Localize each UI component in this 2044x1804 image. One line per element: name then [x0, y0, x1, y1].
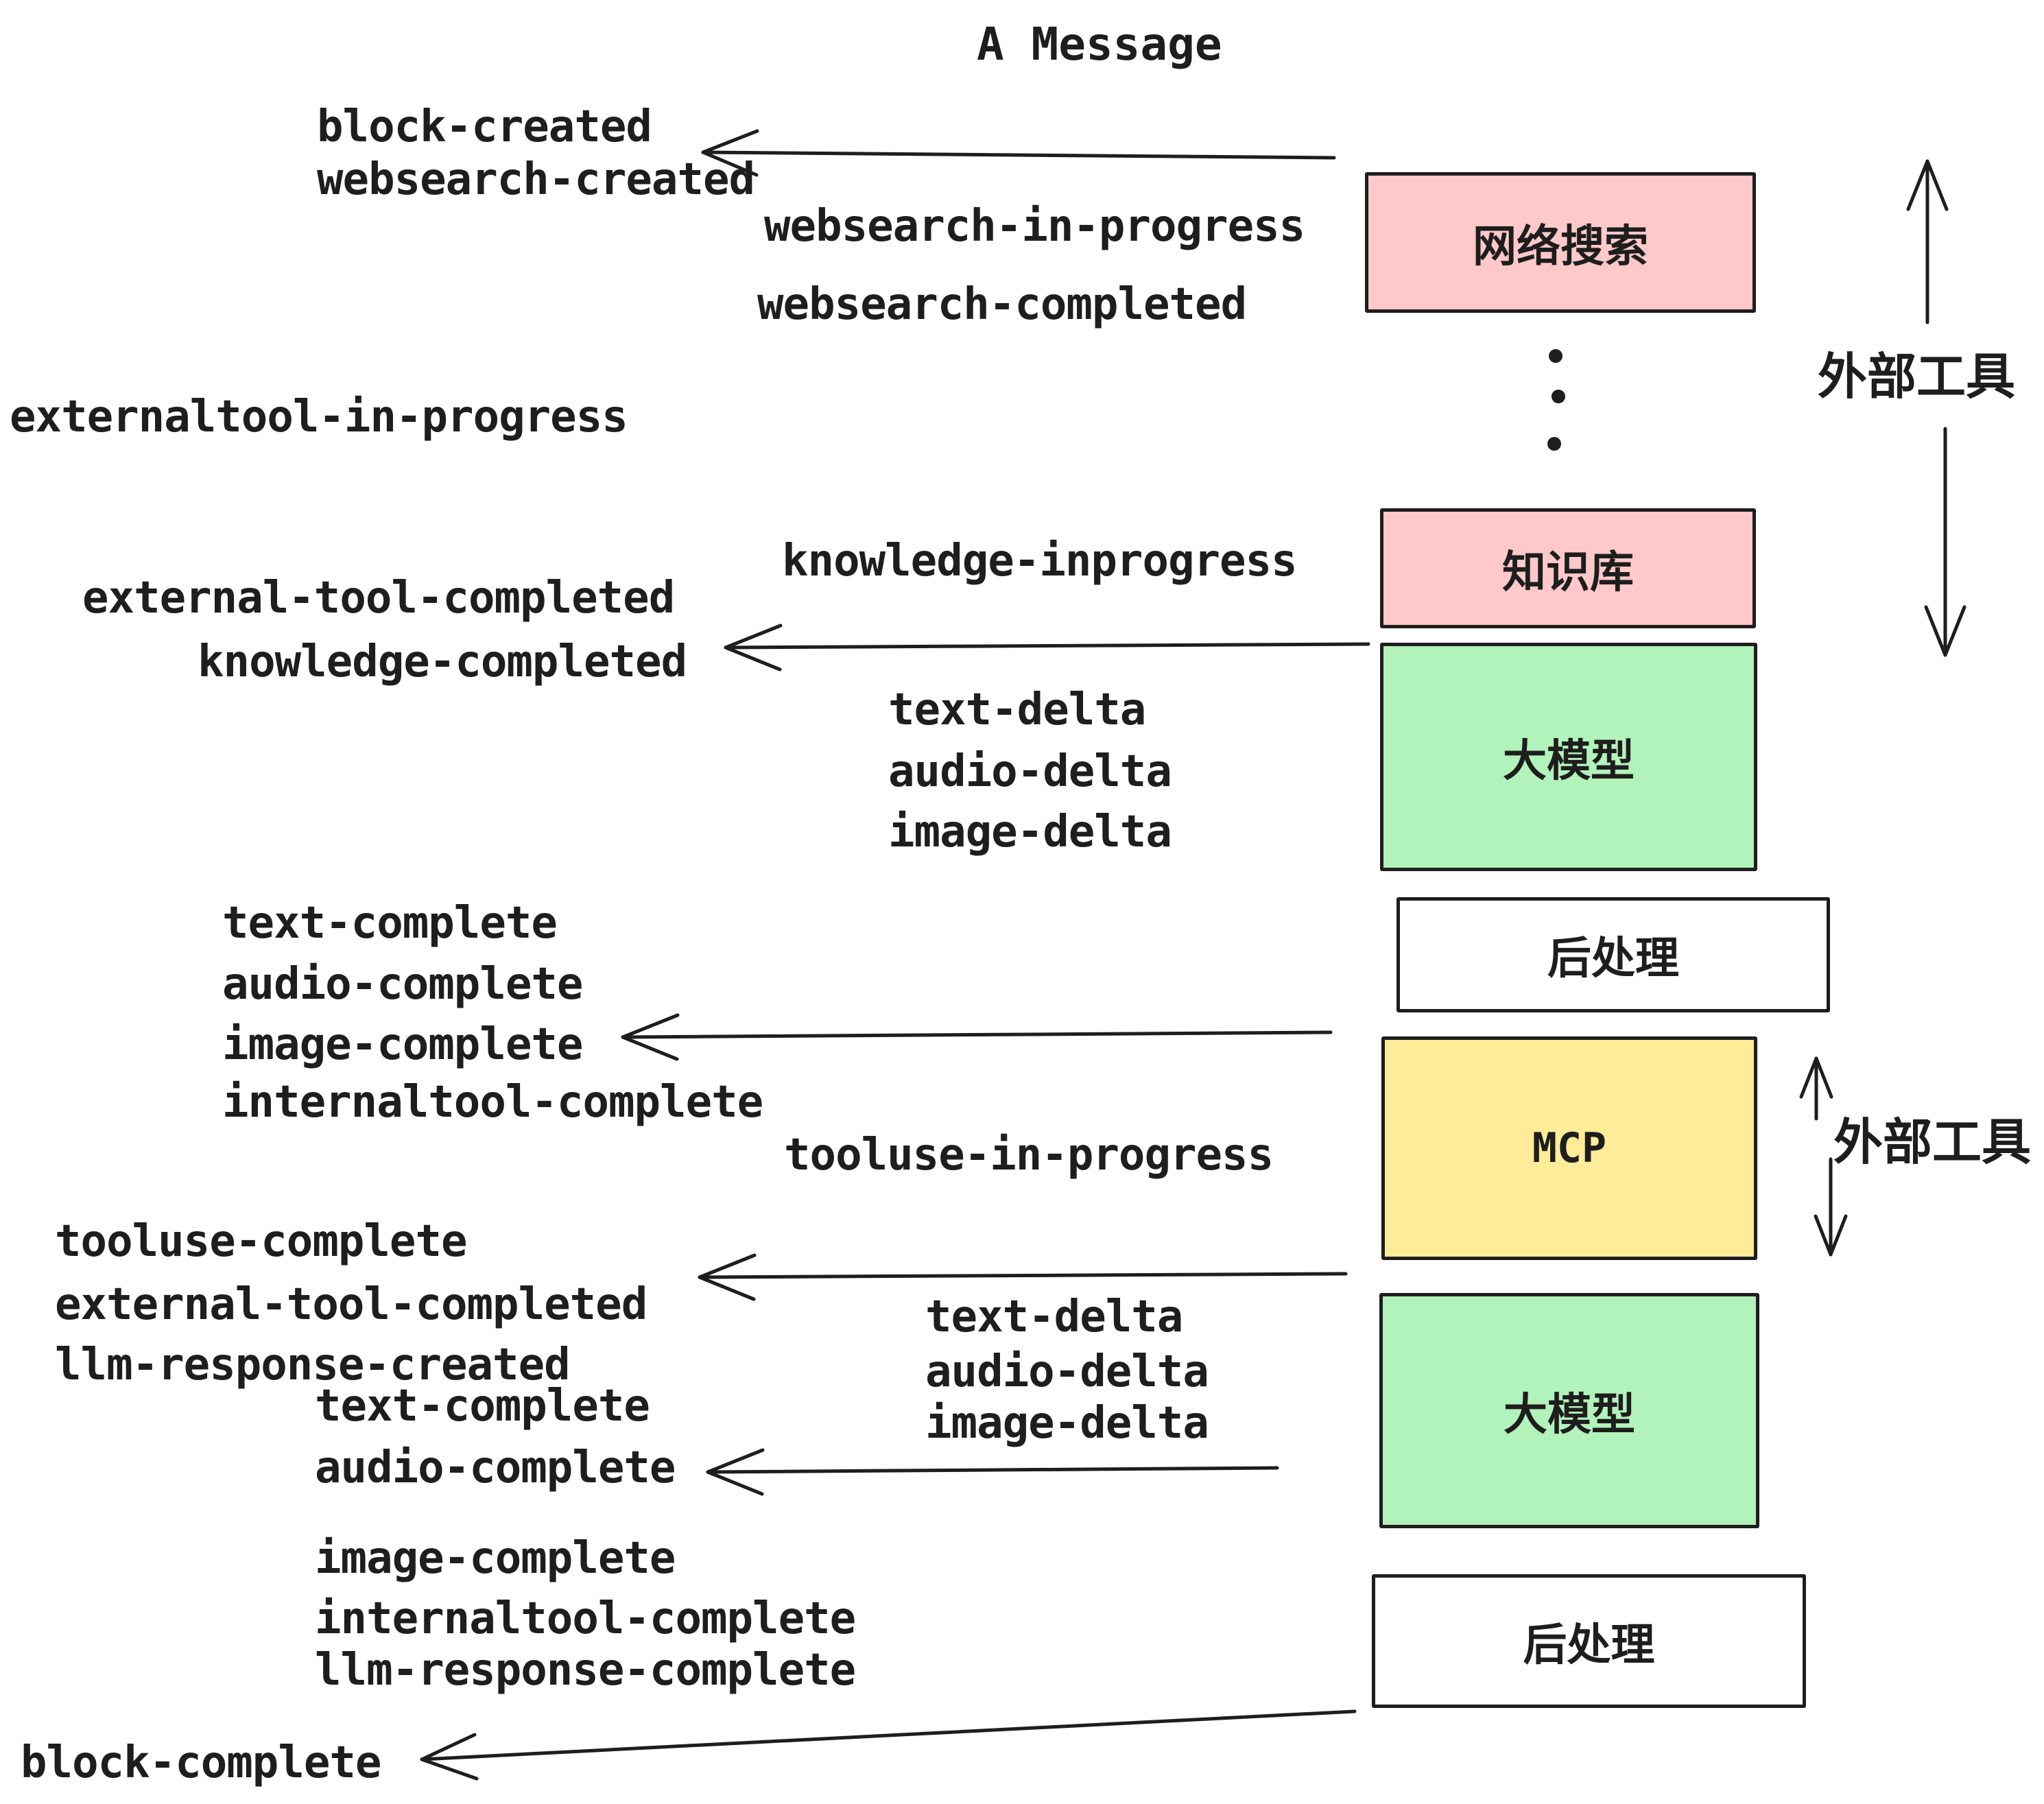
- box-llm-1: 大模型: [1380, 643, 1757, 871]
- box-postprocess-1-label: 后处理: [1547, 934, 1679, 983]
- left-arrow-image-complete: [621, 1013, 1333, 1061]
- event-label-external-tool-completed-2: external-tool-completed: [55, 1279, 647, 1330]
- external-tools-label-1: 外部工具: [1818, 350, 2016, 405]
- left-arrow-block-created: [701, 129, 1336, 177]
- event-label-text-delta-2: text-delta: [925, 1292, 1183, 1342]
- event-label-text-complete-2: text-complete: [315, 1381, 650, 1432]
- event-label-websearch-completed: websearch-completed: [757, 279, 1247, 330]
- box-postprocess-2: 后处理: [1372, 1574, 1806, 1708]
- event-label-llm-response-created: llm-response-created: [55, 1340, 571, 1390]
- event-label-image-complete-1: image-complete: [222, 1019, 583, 1070]
- left-arrow-tooluse-complete: [698, 1253, 1348, 1301]
- box-mcp-label: MCP: [1532, 1124, 1607, 1172]
- diagram-title: A Message: [977, 18, 1222, 71]
- left-arrow-block-complete: [420, 1709, 1357, 1781]
- event-label-externaltool-in-progress: externaltool-in-progress: [10, 392, 628, 442]
- event-label-audio-complete-1: audio-complete: [222, 959, 583, 1010]
- event-label-text-delta-1: text-delta: [888, 685, 1146, 735]
- external-tools-up-arrow-2: [1799, 1056, 1833, 1121]
- box-websearch-label: 网络搜索: [1473, 221, 1648, 271]
- box-mcp: MCP: [1381, 1036, 1757, 1260]
- event-label-text-complete-1: text-complete: [222, 898, 558, 949]
- box-llm-2-label: 大模型: [1504, 1389, 1635, 1439]
- event-label-knowledge-completed: knowledge-completed: [198, 637, 687, 687]
- external-tools-up-arrow-1: [1906, 159, 1949, 324]
- event-label-block-complete: block-complete: [21, 1737, 381, 1788]
- external-tools-down-arrow-1: [1924, 427, 1966, 657]
- event-label-llm-response-complete: llm-response-complete: [315, 1645, 856, 1696]
- box-llm-1-label: 大模型: [1503, 735, 1635, 785]
- box-knowledge-label: 知识库: [1502, 547, 1634, 597]
- event-label-websearch-in-progress: websearch-in-progress: [764, 201, 1305, 252]
- event-label-external-tool-completed-1: external-tool-completed: [82, 573, 675, 624]
- event-label-tooluse-complete: tooluse-complete: [55, 1216, 467, 1267]
- event-label-audio-complete-2: audio-complete: [315, 1443, 676, 1493]
- event-label-image-delta-1: image-delta: [888, 807, 1172, 857]
- event-label-image-complete-2: image-complete: [315, 1533, 676, 1584]
- event-label-audio-delta-2: audio-delta: [925, 1346, 1209, 1397]
- box-websearch: 网络搜索: [1365, 172, 1756, 313]
- box-knowledge: 知识库: [1380, 508, 1756, 628]
- box-postprocess-1: 后处理: [1397, 897, 1830, 1012]
- vertical-dots-icon: [1547, 349, 1565, 451]
- external-tools-label-2: 外部工具: [1833, 1115, 2032, 1170]
- external-tools-down-arrow-2: [1814, 1157, 1848, 1257]
- left-arrow-audio-complete: [706, 1448, 1279, 1496]
- event-label-internaltool-complete-1: internaltool-complete: [222, 1077, 763, 1128]
- event-label-image-delta-2: image-delta: [925, 1398, 1209, 1449]
- event-label-websearch-created: websearch-created: [317, 154, 755, 205]
- box-postprocess-2-label: 后处理: [1523, 1619, 1655, 1670]
- box-llm-2: 大模型: [1379, 1293, 1759, 1528]
- event-label-block-created: block-created: [317, 102, 652, 152]
- event-label-tooluse-in-progress: tooluse-in-progress: [784, 1130, 1274, 1180]
- event-label-internaltool-complete-2: internaltool-complete: [315, 1593, 856, 1644]
- left-arrow-knowledge-completed: [724, 624, 1370, 672]
- event-label-knowledge-inprogress: knowledge-inprogress: [782, 536, 1298, 586]
- event-label-audio-delta-1: audio-delta: [888, 746, 1172, 797]
